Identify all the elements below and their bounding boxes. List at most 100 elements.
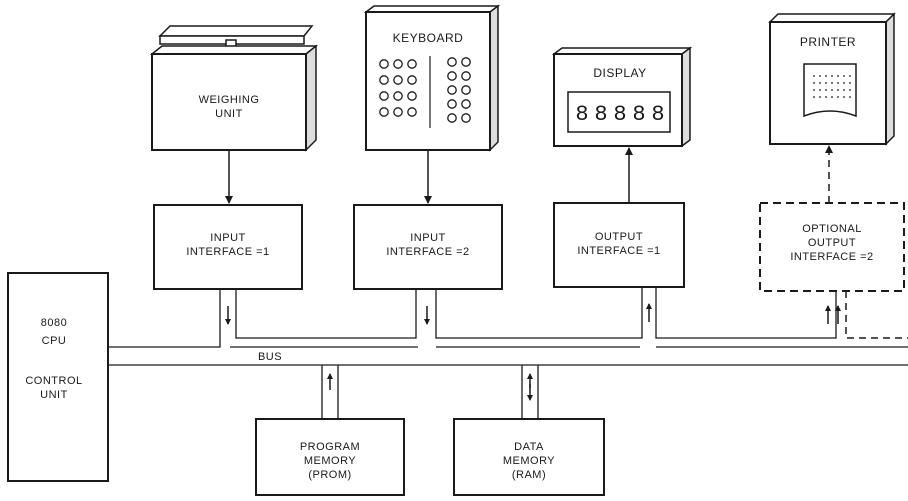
printer-device: PRINTER [768, 12, 896, 146]
printer-dot [843, 82, 845, 84]
printer-dot [825, 89, 827, 91]
weighing-unit-label-2: UNIT [215, 108, 243, 120]
keyboard-key [461, 99, 471, 109]
printer-dot [813, 75, 815, 77]
optional-output-interface-2-label-3: INTERFACE =2 [790, 251, 873, 263]
weighing-unit: WEIGHING UNIT [149, 25, 319, 152]
optional-output-interface-2: OPTIONAL OUTPUT INTERFACE =2 [759, 202, 905, 292]
keyboard-key [407, 59, 417, 69]
keyboard-key [393, 107, 403, 117]
keyboard-key [407, 75, 417, 85]
printer-dot [819, 82, 821, 84]
bus-label: BUS [258, 351, 282, 363]
program-memory-label-1: PROGRAM [300, 441, 360, 453]
cpu-label-3: CONTROL [25, 375, 82, 387]
display-readout [567, 91, 671, 133]
cpu-control-unit: 8080 CPU CONTROL UNIT [7, 272, 109, 482]
data-memory-label-1: DATA [514, 441, 544, 453]
printer-dots [813, 75, 851, 98]
output-interface-1-label-1: OUTPUT [595, 231, 643, 243]
weighing-unit-label-1: WEIGHING [199, 94, 260, 106]
input-interface-2-label-2: INTERFACE =2 [386, 246, 469, 258]
keyboard-key [393, 75, 403, 85]
keyboard-key [379, 75, 389, 85]
printer-dot [849, 82, 851, 84]
optional-output-interface-2-label-1: OPTIONAL [802, 223, 862, 235]
input-interface-1-label-1: INPUT [210, 232, 246, 244]
keyboard-key [447, 71, 457, 81]
printer-dot [825, 75, 827, 77]
device-connectors [225, 145, 833, 204]
keyboard-keys-right [447, 57, 471, 123]
printer-dot [819, 89, 821, 91]
keyboard-key [447, 99, 457, 109]
optional-output-interface-2-label-2: OUTPUT [808, 237, 856, 249]
printer-dot [819, 75, 821, 77]
printer-dot [825, 82, 827, 84]
program-memory: PROGRAM MEMORY (PROM) [255, 418, 405, 496]
printer-dot [831, 89, 833, 91]
printer-dot [819, 96, 821, 98]
printer-dot [843, 89, 845, 91]
printer-dot [813, 96, 815, 98]
keyboard-key [447, 113, 457, 123]
printer-dot [843, 96, 845, 98]
data-memory-label-3: (RAM) [512, 469, 546, 481]
input-interface-1-label-2: INTERFACE =1 [186, 246, 269, 258]
printer-dot [831, 75, 833, 77]
input-interface-2: INPUT INTERFACE =2 [353, 204, 503, 290]
keyboard-key [461, 57, 471, 67]
printer-dot [837, 96, 839, 98]
keyboard-key [461, 85, 471, 95]
bus-direction-arrows [225, 303, 841, 401]
output-interface-1-label-2: INTERFACE =1 [577, 245, 660, 257]
display-digit: 8 [594, 102, 607, 127]
printer-dot [825, 96, 827, 98]
cpu-label-1: 8080 [41, 317, 67, 329]
display-digit: 8 [651, 102, 664, 127]
cpu-label-4: UNIT [40, 389, 68, 401]
display-digit: 8 [575, 102, 588, 127]
printer-dot [837, 89, 839, 91]
data-memory-label-2: MEMORY [503, 455, 555, 467]
program-memory-label-2: MEMORY [304, 455, 356, 467]
printer-paper [803, 63, 857, 118]
printer-label: PRINTER [800, 35, 856, 49]
display-label: DISPLAY [593, 66, 646, 80]
system-bus: BUS [108, 287, 908, 419]
keyboard-key [379, 59, 389, 69]
display-device: DISPLAY 8 8 8 8 8 [551, 46, 693, 148]
printer-dot [831, 96, 833, 98]
printer-dot [813, 82, 815, 84]
keyboard-key [407, 91, 417, 101]
keyboard-key [379, 91, 389, 101]
printer-dot [849, 96, 851, 98]
output-interface-1: OUTPUT INTERFACE =1 [553, 202, 685, 288]
keyboard-key [379, 107, 389, 117]
keyboard-key [407, 107, 417, 117]
keyboard-key [447, 85, 457, 95]
keyboard-key [461, 71, 471, 81]
keyboard-key [393, 91, 403, 101]
data-memory: DATA MEMORY (RAM) [453, 418, 605, 496]
printer-dot [813, 89, 815, 91]
printer-dot [831, 82, 833, 84]
keyboard-key [461, 113, 471, 123]
input-interface-2-label-1: INPUT [410, 232, 446, 244]
printer-dot [837, 75, 839, 77]
printer-dot [849, 89, 851, 91]
keyboard-keys-left [379, 59, 417, 117]
printer-dot [849, 75, 851, 77]
display-digit: 8 [613, 102, 626, 127]
keyboard-key [393, 59, 403, 69]
keyboard-label: KEYBOARD [393, 31, 464, 45]
cpu-label-2: CPU [42, 335, 67, 347]
program-memory-label-3: (PROM) [308, 469, 351, 481]
printer-dot [837, 82, 839, 84]
input-interface-1: INPUT INTERFACE =1 [153, 204, 303, 290]
keyboard-device: KEYBOARD [363, 4, 501, 152]
printer-dot [843, 75, 845, 77]
keyboard-key [447, 57, 457, 67]
display-digit: 8 [632, 102, 645, 127]
